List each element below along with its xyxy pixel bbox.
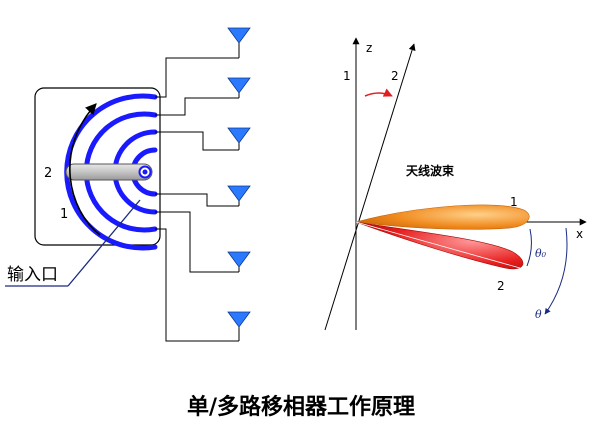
antenna-2 bbox=[227, 77, 251, 98]
beam-lobe-1 bbox=[355, 204, 530, 230]
z-axis-label: z bbox=[366, 41, 372, 55]
antenna-6 bbox=[227, 311, 251, 341]
input-port-label: 输入口 bbox=[7, 265, 58, 285]
antenna-3 bbox=[227, 127, 251, 150]
feed-line-5 bbox=[155, 211, 239, 273]
antenna-icon bbox=[227, 185, 251, 202]
antenna-icon bbox=[227, 311, 251, 328]
feed-line-6 bbox=[155, 228, 239, 342]
beam-diagram bbox=[324, 37, 587, 331]
feed-lines bbox=[155, 57, 239, 342]
antenna-icon bbox=[227, 251, 251, 268]
beam-label-2: 2 bbox=[497, 279, 505, 293]
feed-line-3 bbox=[155, 131, 239, 151]
tilted-axis bbox=[324, 43, 416, 331]
theta0-arc bbox=[526, 228, 532, 267]
antenna-5 bbox=[227, 251, 251, 272]
tilt-arrow bbox=[364, 88, 393, 97]
beam-title: 天线波束 bbox=[406, 163, 455, 178]
pivot-center bbox=[142, 169, 148, 175]
rotating-arm bbox=[65, 163, 153, 181]
direction-label-1: 1 bbox=[343, 69, 351, 83]
antenna-icon bbox=[227, 77, 251, 94]
theta0-label: θ₀ bbox=[535, 247, 547, 260]
feed-line-1 bbox=[155, 57, 239, 98]
antenna-array bbox=[227, 27, 251, 341]
position-label-1: 1 bbox=[60, 207, 68, 222]
antenna-icon bbox=[227, 127, 251, 144]
theta-label: θ bbox=[535, 308, 542, 321]
position-label-2: 2 bbox=[44, 166, 52, 181]
feed-line-2 bbox=[155, 97, 239, 116]
x-axis-label: x bbox=[576, 227, 583, 241]
theta-arc bbox=[544, 227, 568, 315]
beam-2-centerline bbox=[355, 221, 521, 269]
direction-label-2: 2 bbox=[391, 69, 399, 83]
antenna-icon bbox=[227, 27, 251, 44]
antenna-4 bbox=[227, 185, 251, 206]
feed-line-4 bbox=[155, 193, 239, 207]
input-pointer bbox=[67, 199, 141, 287]
antenna-1 bbox=[227, 27, 251, 58]
phase-shifter-housing bbox=[34, 87, 161, 246]
rotation-arrow bbox=[69, 103, 101, 236]
beam-label-1: 1 bbox=[510, 195, 518, 209]
figure-caption: 单/多路移相器工作原理 bbox=[187, 394, 415, 420]
phase-shifter bbox=[5, 87, 161, 287]
